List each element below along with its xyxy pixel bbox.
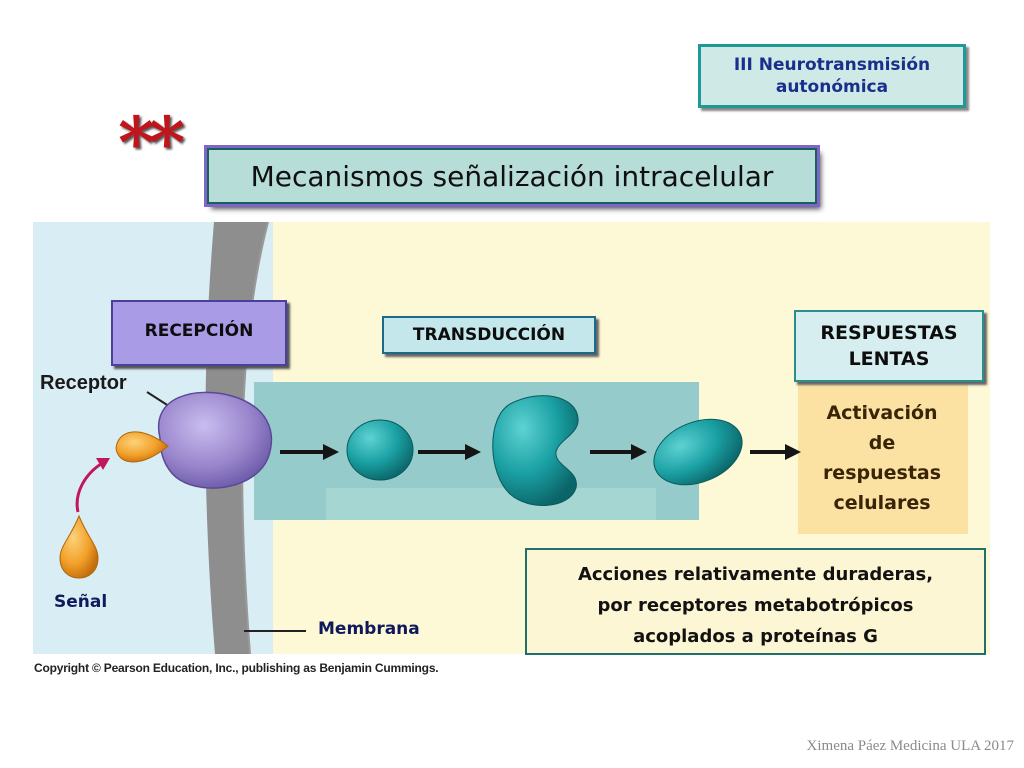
arrow-3-head <box>631 444 647 460</box>
signal-label: Señal <box>54 592 108 612</box>
relay-protein-round <box>346 419 414 481</box>
actions-line1: Acciones relativamente duraderas, <box>577 564 934 585</box>
actions-line2: por receptores metabotrópicos <box>597 595 914 616</box>
arrow-1-head <box>323 444 339 460</box>
relay-protein-oval <box>653 418 743 486</box>
activation-line1: Activación <box>826 402 938 424</box>
transduction-box: TRANSDUCCIÓN <box>382 316 596 354</box>
response-label-line1: RESPUESTAS <box>820 322 958 344</box>
binding-arrow <box>75 460 105 513</box>
response-box: RESPUESTAS LENTAS <box>794 310 984 382</box>
arrow-2-head <box>465 444 481 460</box>
star-marker: ** <box>118 101 185 184</box>
transduction-band-inner <box>326 488 656 520</box>
binding-arrow-head <box>96 458 110 470</box>
section-heading-line1: III Neurotransmisión <box>733 55 931 75</box>
relay-protein-kidney <box>492 395 579 506</box>
section-heading: III Neurotransmisión autonómica <box>698 44 966 108</box>
activation-line3: respuestas <box>822 462 942 484</box>
section-heading-line2: autonómica <box>775 77 889 97</box>
activation-line4: celulares <box>833 492 931 514</box>
slide-title: Mecanismos señalización intracelular <box>207 148 817 204</box>
transduction-label: TRANSDUCCIÓN <box>412 325 566 345</box>
activation-text: Activación de respuestas celulares <box>800 398 964 518</box>
actions-box: Acciones relativamente duraderas, por re… <box>525 548 986 655</box>
response-label-line2: LENTAS <box>848 348 930 370</box>
slide-footer: Ximena Páez Medicina ULA 2017 <box>806 738 1014 754</box>
membrane-label: Membrana <box>318 619 420 639</box>
reception-label: RECEPCIÓN <box>144 321 254 341</box>
bound-ligand <box>115 431 169 463</box>
free-ligand <box>59 514 99 579</box>
actions-line3: acoplados a proteínas G <box>633 626 878 647</box>
copyright-notice: Copyright © Pearson Education, Inc., pub… <box>34 661 439 675</box>
receptor-label: Receptor <box>40 372 127 394</box>
response-panel <box>798 380 968 534</box>
arrow-4-head <box>785 444 801 460</box>
reception-box: RECEPCIÓN <box>111 300 287 366</box>
slide-title-text: Mecanismos señalización intracelular <box>250 159 774 193</box>
activation-line2: de <box>868 432 896 454</box>
receptor-protein <box>157 391 273 489</box>
